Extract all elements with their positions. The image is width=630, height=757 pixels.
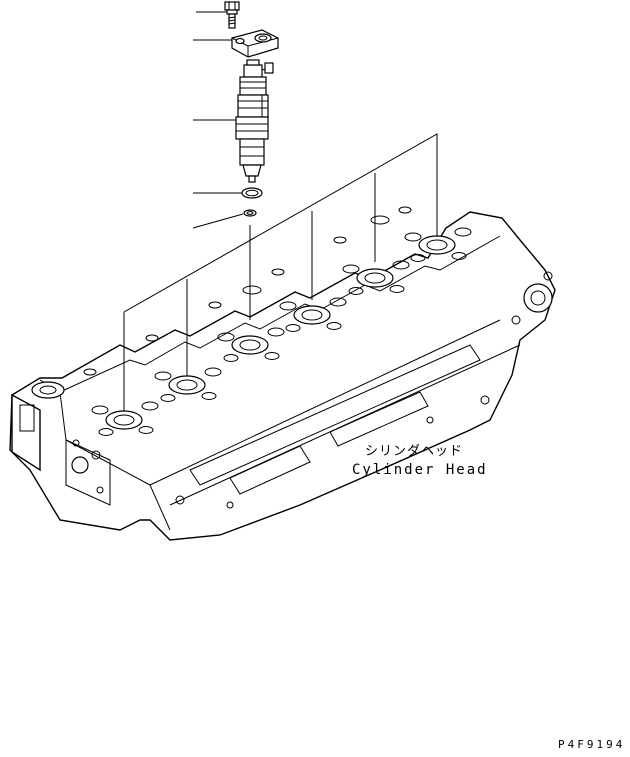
cylinder-bore-4 xyxy=(279,297,347,332)
cylinder-bore-5 xyxy=(342,260,410,295)
cylinder-bore-2 xyxy=(154,367,222,402)
o-ring xyxy=(241,187,263,199)
part-name-japanese: シリンダヘッド xyxy=(365,444,464,459)
fuel-injector xyxy=(235,59,274,183)
drawing-code: P4F9194 xyxy=(558,738,626,751)
injector-clamp xyxy=(231,29,279,58)
cylinder-head xyxy=(9,206,556,541)
part-name-english: Cylinder Head xyxy=(352,462,488,478)
callout-leader-lines xyxy=(192,11,244,229)
bolt xyxy=(224,1,240,29)
cylinder-bore-3 xyxy=(217,327,285,362)
cylinder-bore-1 xyxy=(91,401,159,436)
seal-washer xyxy=(243,209,257,217)
cylinder-bore-6 xyxy=(404,227,472,262)
deck-bosses xyxy=(83,206,412,376)
